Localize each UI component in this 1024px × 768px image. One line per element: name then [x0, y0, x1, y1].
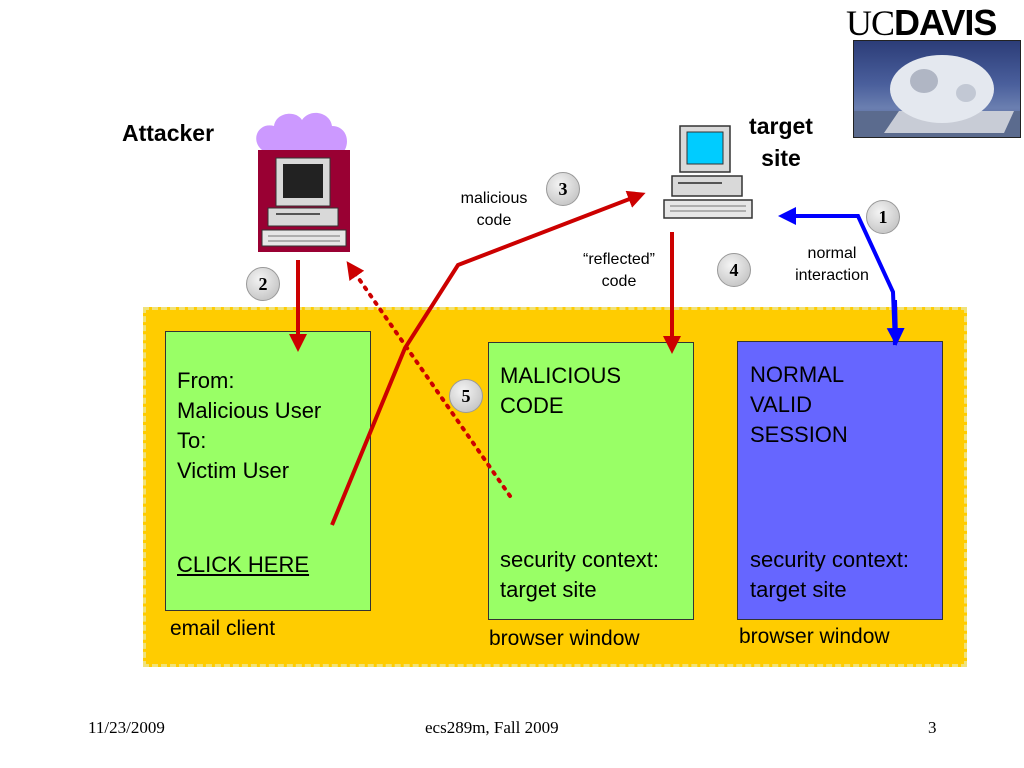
target-site-computer-icon [663, 125, 753, 219]
arrow-malicious-code-to-target [330, 190, 646, 526]
malicious-browser-caption: browser window [489, 627, 640, 650]
normal-browser-caption: browser window [739, 625, 890, 648]
footer-page-number: 3 [928, 718, 937, 737]
click-here-link[interactable]: CLICK HERE [177, 552, 310, 577]
step-1-badge: 1 [866, 200, 900, 234]
footer-date: 11/23/2009 [88, 718, 165, 737]
egghead-sculpture-photo [853, 40, 1021, 138]
step-5-badge: 5 [449, 379, 483, 413]
malicious-code-label: malicious code [460, 190, 528, 229]
arrow-normal-interaction-head [886, 299, 905, 346]
email-client-caption: email client [170, 617, 276, 640]
normal-security-context: security context: target site [750, 547, 909, 602]
malicious-security-context: security context: target site [500, 547, 659, 602]
normal-session-title: NORMAL VALID SESSION [750, 362, 848, 447]
step-4-badge: 4 [717, 253, 751, 287]
email-header-text: From: Malicious User To: Victim User [177, 368, 322, 483]
email-client-window: From: Malicious User To: Victim User CLI… [165, 331, 371, 611]
malicious-code-title: MALICIOUS CODE [500, 363, 622, 418]
arrow-data-leak-to-attacker [346, 261, 512, 498]
footer-course: ecs289m, Fall 2009 [425, 718, 559, 737]
uc-davis-logo: UCDAVIS [846, 2, 997, 43]
step-3-badge: 3 [546, 172, 580, 206]
target-site-label: target site [749, 113, 813, 171]
step-2-badge: 2 [246, 267, 280, 301]
attacker-computer-icon [256, 112, 350, 252]
reflected-code-label: “reflected” code [582, 251, 656, 290]
normal-interaction-label: normal interaction [795, 245, 869, 284]
normal-browser-window: NORMAL VALID SESSION security context: t… [737, 341, 943, 620]
malicious-browser-window: MALICIOUS CODE security context: target … [488, 342, 694, 620]
attacker-label: Attacker [122, 120, 215, 146]
